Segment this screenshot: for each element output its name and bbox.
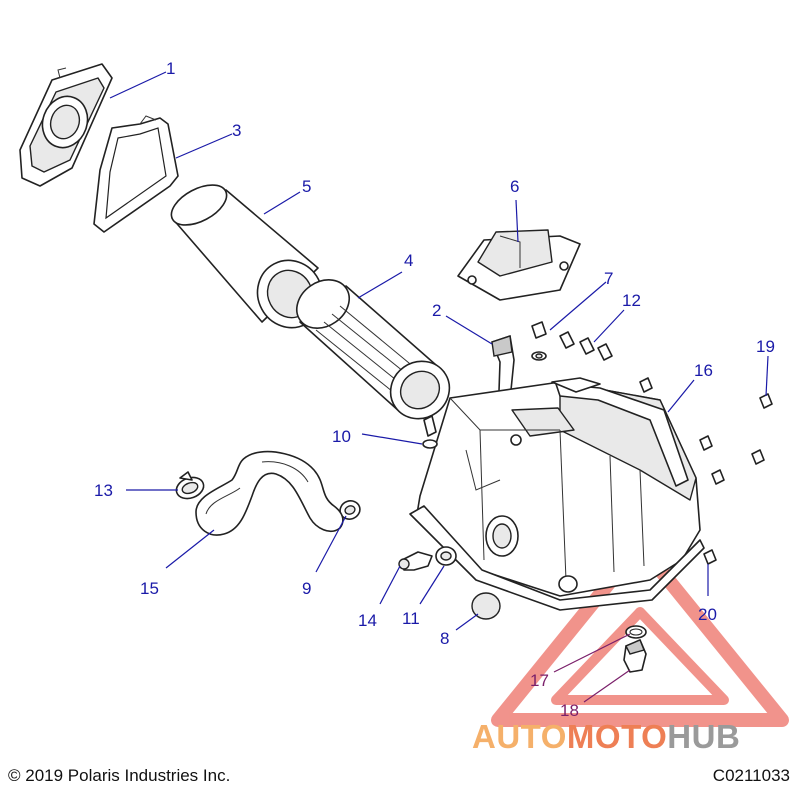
- callout-labels: 1 2 3 4 5 6 7 8 9 10 11 12 13 14 15 16 1…: [94, 59, 775, 720]
- part-4-filter: [296, 279, 451, 420]
- callout-9: 9: [302, 579, 311, 598]
- callout-15: 15: [140, 579, 159, 598]
- part-8-plug: [471, 592, 501, 620]
- part-14-fitting: [398, 551, 433, 571]
- watermark-hub: HUB: [667, 718, 740, 755]
- callout-13: 13: [94, 481, 113, 500]
- part-1-intake-cover: [19, 63, 113, 187]
- part-19-screws: [639, 377, 773, 485]
- callout-3: 3: [232, 121, 241, 140]
- watermark-auto: AUTO: [472, 718, 567, 755]
- part-7-bolt: [531, 321, 547, 361]
- leader-lines: [109, 71, 769, 703]
- callout-14: 14: [358, 611, 377, 630]
- copyright-text: © 2019 Polaris Industries Inc.: [8, 766, 231, 785]
- part-17-oring: [625, 625, 647, 639]
- part-11-grommet: [435, 546, 457, 566]
- callout-11: 11: [402, 609, 420, 628]
- watermark-text: AUTOMOTOHUB: [472, 718, 740, 755]
- part-9-clamp: [339, 500, 361, 520]
- callout-7: 7: [604, 269, 613, 288]
- callout-4: 4: [404, 251, 413, 270]
- part-6-bracket: [457, 229, 581, 301]
- part-20-screw: [703, 549, 717, 565]
- part-10-bolt: [422, 415, 438, 449]
- watermark-moto: MOTO: [567, 718, 667, 755]
- callout-18: 18: [560, 701, 579, 720]
- callout-17: 17: [530, 671, 549, 690]
- watermark-logo: [491, 538, 789, 727]
- part-12-bolts: [559, 331, 613, 361]
- callout-16: 16: [694, 361, 713, 380]
- diagram-code: C0211033: [712, 766, 790, 785]
- part-15-hose: [195, 450, 344, 536]
- part-13-clamp: [175, 471, 205, 500]
- callout-8: 8: [440, 629, 449, 648]
- part-3-seal: [93, 115, 179, 233]
- callout-12: 12: [622, 291, 641, 310]
- callout-10: 10: [332, 427, 351, 446]
- callout-2: 2: [432, 301, 441, 320]
- callout-20: 20: [698, 605, 717, 624]
- part-18-drain-valve: [623, 639, 647, 673]
- callout-1: 1: [166, 59, 175, 78]
- callout-5: 5: [302, 177, 311, 196]
- callout-6: 6: [510, 177, 519, 196]
- callout-19: 19: [756, 337, 775, 356]
- part-16-airbox: [409, 377, 705, 611]
